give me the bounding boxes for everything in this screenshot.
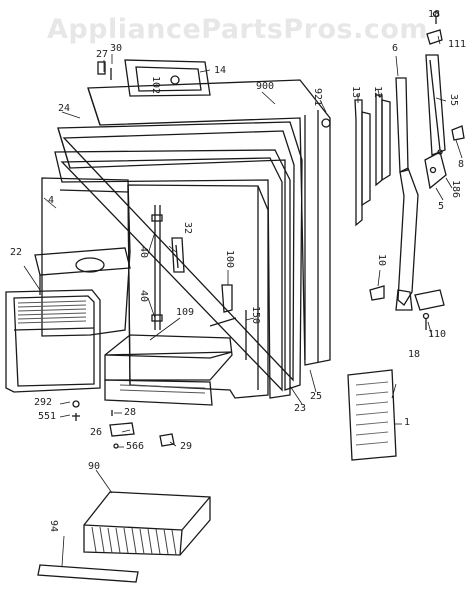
label-29: 29 [180,441,193,452]
label-8: 8 [458,159,465,170]
label-4: 4 [48,195,55,206]
label-14: 14 [214,65,227,76]
trim-bar-94 [37,564,139,583]
freezer-door-22 [5,289,101,393]
label-18-top: 18 [428,9,441,20]
label-110: 110 [428,329,447,340]
label-292: 292 [34,397,53,408]
label-90: 90 [88,461,101,472]
label-25: 25 [310,391,323,402]
side-rails [354,54,447,311]
inner-liner-4 [34,177,269,399]
label-111: 111 [448,39,467,50]
label-186: 186 [450,180,461,199]
label-23: 23 [294,403,307,414]
label-102: 102 [150,76,161,95]
label-5: 5 [438,201,445,212]
leader-lines [23,35,463,567]
label-40-upper: 40 [138,246,149,259]
label-40-lower: 40 [138,290,149,303]
crisper-rack-90 [83,491,211,556]
label-27: 27 [96,49,109,60]
label-10: 10 [376,254,387,267]
label-30: 30 [110,43,123,54]
label-13: 13 [350,86,361,99]
liner-frame-23 [54,149,291,399]
label-32: 32 [182,222,193,235]
meat-pan-109 [104,334,233,406]
label-109: 109 [176,307,195,318]
label-28: 28 [124,407,137,418]
label-900: 900 [256,81,275,92]
label-100: 100 [224,250,235,269]
label-24: 24 [58,103,71,114]
control-panel-1 [347,369,397,461]
label-6: 6 [392,43,399,54]
outer-shell-900 [87,79,331,366]
label-22: 22 [10,247,23,258]
label-566: 566 [126,441,145,452]
label-35: 35 [448,94,459,107]
label-921: 921 [312,88,323,107]
gasket-frame-14 [124,59,211,97]
label-150: 150 [250,306,261,325]
hardware [72,10,465,449]
label-94: 94 [48,520,59,533]
label-26: 26 [90,427,103,438]
label-551: 551 [38,411,57,422]
label-18-bottom: 18 [408,349,421,360]
label-1: 1 [404,417,411,428]
label-12: 12 [372,86,383,99]
